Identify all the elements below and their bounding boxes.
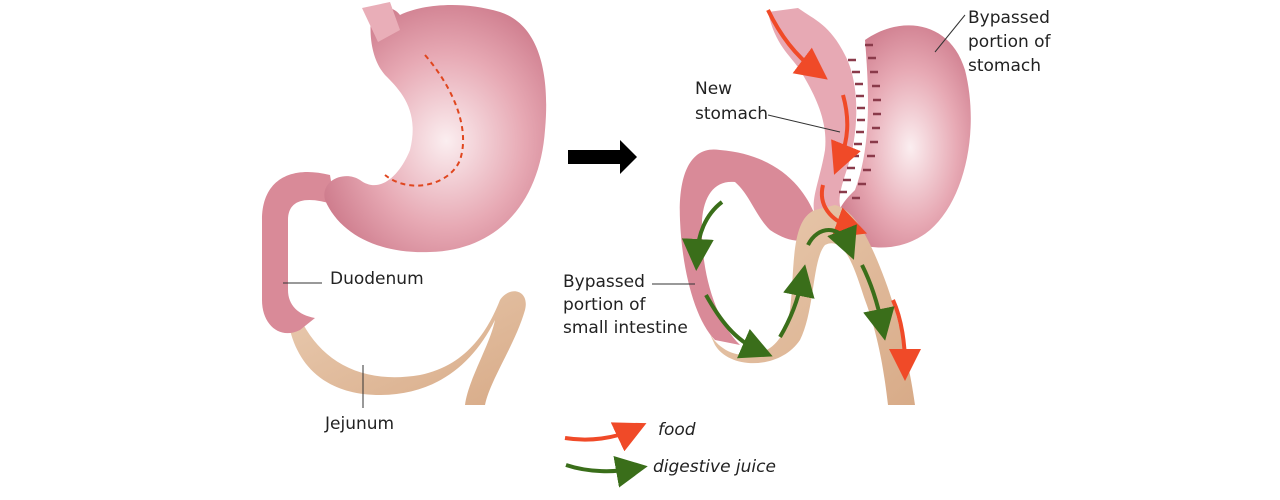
food-arrow-icon xyxy=(564,422,647,452)
jejunum-shape xyxy=(290,291,526,405)
duodenum-shape xyxy=(262,172,335,334)
bypassed-stomach-label: Bypassed portion of stomach xyxy=(968,8,1056,76)
duodenum-label: Duodenum xyxy=(330,269,424,289)
new-stomach-leader xyxy=(767,114,841,133)
digestive-juice-arrows xyxy=(681,200,895,359)
stomach-shape xyxy=(324,4,547,253)
food-flow-arrows xyxy=(766,9,921,381)
legend-food-label: food xyxy=(658,420,696,440)
bypassed-stomach-shape xyxy=(836,25,971,248)
cut-line xyxy=(384,54,465,187)
normal-anatomy xyxy=(262,2,547,405)
digestive-juice-arrow-icon xyxy=(565,456,648,488)
legend-digestive-juice-label: digestive juice xyxy=(653,457,776,477)
bypassed-intestine-label: Bypassed portion of small intestine xyxy=(563,272,688,338)
bypassed-stomach-leader xyxy=(934,14,966,53)
jejunum-label: Jejunum xyxy=(324,414,394,434)
new-stomach-label: New stomach xyxy=(695,79,768,124)
esophagus-shape xyxy=(362,2,400,42)
transition-arrow-icon xyxy=(568,140,637,174)
bypassed-intestine-shape xyxy=(679,149,816,345)
bypass-anatomy xyxy=(679,8,971,405)
staple-line xyxy=(839,43,881,200)
legend: food digestive juice xyxy=(564,420,776,488)
